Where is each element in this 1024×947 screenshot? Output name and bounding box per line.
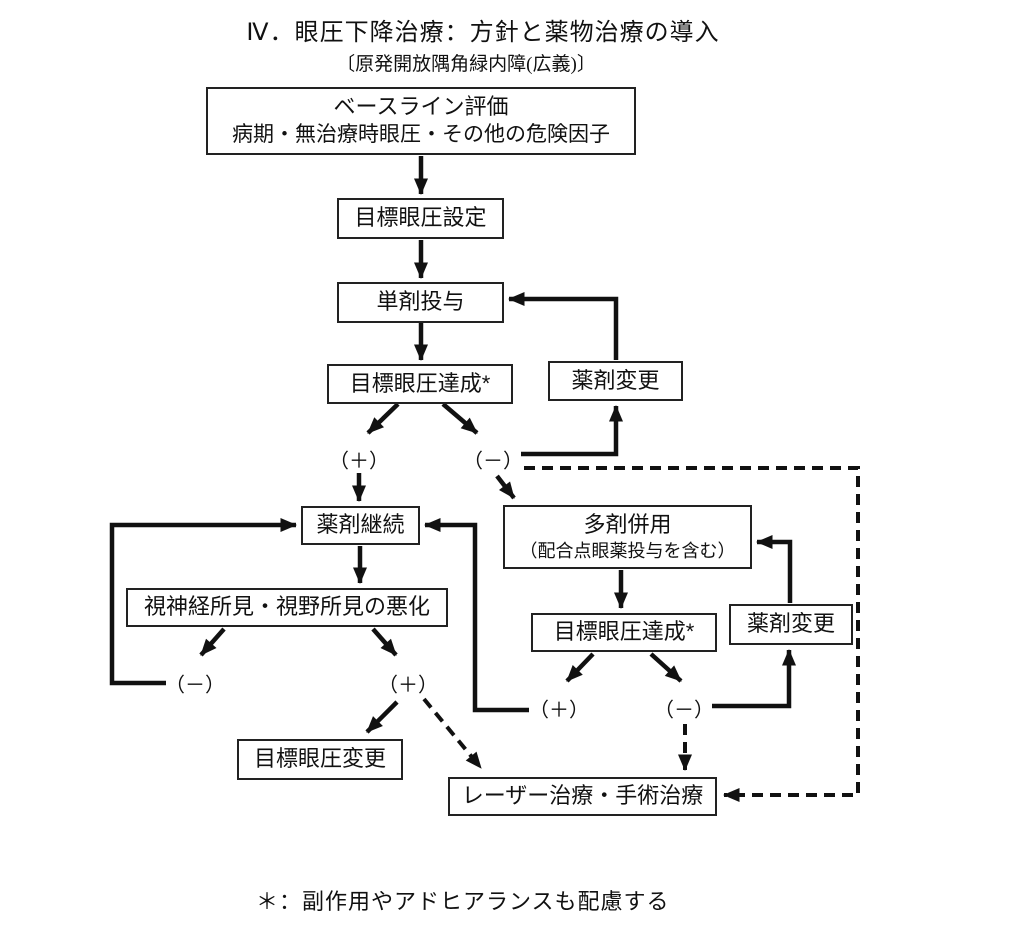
- node-change-drug-1-label: 薬剤変更: [571, 367, 660, 393]
- node-combination-line2: （配合点眼薬投与を含む）: [519, 540, 736, 561]
- arrow-minus3-to-changedrug2: [712, 649, 796, 709]
- node-set-target-iop: 目標眼圧設定: [337, 198, 504, 239]
- arrow-minus1-to-changedrug1: [521, 405, 623, 457]
- arrow-deterioration-to-plus2: [371, 627, 398, 657]
- arrow-minus2-loop-to-continue: [109, 518, 297, 686]
- node-continue-drug: 薬剤継続: [301, 506, 420, 545]
- arrow-achieved1-to-plus1: [366, 402, 400, 435]
- arrow-achieved2-to-plus3: [565, 652, 595, 683]
- node-combination-therapy: 多剤併用 （配合点眼薬投与を含む）: [503, 505, 752, 569]
- node-laser-surgery: レーザー治療・手術治療: [448, 777, 717, 816]
- node-target-achieved-2: 目標眼圧達成*: [531, 613, 717, 652]
- node-change-target-iop: 目標眼圧変更: [237, 739, 403, 780]
- node-change-drug-1: 薬剤変更: [548, 361, 683, 401]
- node-deterioration-label: 視神経所見・視野所見の悪化: [143, 594, 430, 620]
- arrow-changedrug1-to-monotherapy: [508, 292, 619, 360]
- node-change-drug-2: 薬剤変更: [729, 604, 853, 645]
- figure-footnote: ＊：副作用やアドヒアランスも配慮する: [256, 889, 670, 914]
- dashed-arrow-plus2-to-laser: [422, 697, 483, 770]
- node-laser-surgery-label: レーザー治療・手術治療: [461, 783, 704, 809]
- branch-label-minus-3: （－）: [654, 699, 714, 722]
- node-target-achieved-1: 目標眼圧達成*: [327, 364, 513, 404]
- node-continue-drug-label: 薬剤継続: [316, 512, 405, 538]
- arrow-plus2-to-change-target: [365, 700, 399, 734]
- node-combination-line1: 多剤併用: [583, 512, 672, 538]
- node-baseline-line2: 病期・無治療時眼圧・その他の危険因子: [232, 122, 610, 146]
- branch-label-plus-1: （＋）: [329, 450, 389, 473]
- arrow-achieved1-to-minus1: [441, 402, 479, 435]
- node-baseline-evaluation: ベースライン評価 病期・無治療時眼圧・その他の危険因子: [206, 87, 636, 155]
- node-monotherapy-label: 単剤投与: [376, 289, 465, 315]
- node-change-target-iop-label: 目標眼圧変更: [253, 746, 386, 772]
- node-deterioration: 視神経所見・視野所見の悪化: [126, 588, 448, 627]
- node-change-drug-2-label: 薬剤変更: [746, 611, 835, 637]
- node-monotherapy: 単剤投与: [337, 282, 504, 323]
- arrow-plus3-to-continue: [424, 518, 529, 713]
- arrow-achieved2-to-minus3: [649, 652, 683, 683]
- arrow-minus1-to-combination: [495, 474, 516, 500]
- figure-subtitle: 〔原発開放隅角緑内障(広義)〕: [336, 54, 596, 75]
- branch-label-minus-1: （－）: [463, 450, 523, 473]
- dashed-arrow-minus1-to-laser: [524, 466, 860, 802]
- node-baseline-line1: ベースライン評価: [333, 94, 509, 120]
- figure-title: Ⅳ．眼圧下降治療：方針と薬物治療の導入: [246, 20, 720, 46]
- arrow-changedrug2-to-combination: [756, 535, 793, 603]
- branch-label-plus-2: （＋）: [378, 674, 438, 697]
- node-set-target-iop-label: 目標眼圧設定: [354, 205, 487, 231]
- node-target-achieved-1-label: 目標眼圧達成*: [349, 370, 491, 396]
- arrow-deterioration-to-minus2: [199, 627, 226, 657]
- branch-label-plus-3: （＋）: [529, 699, 589, 722]
- branch-label-minus-2: （－）: [165, 674, 225, 697]
- node-target-achieved-2-label: 目標眼圧達成*: [553, 619, 695, 645]
